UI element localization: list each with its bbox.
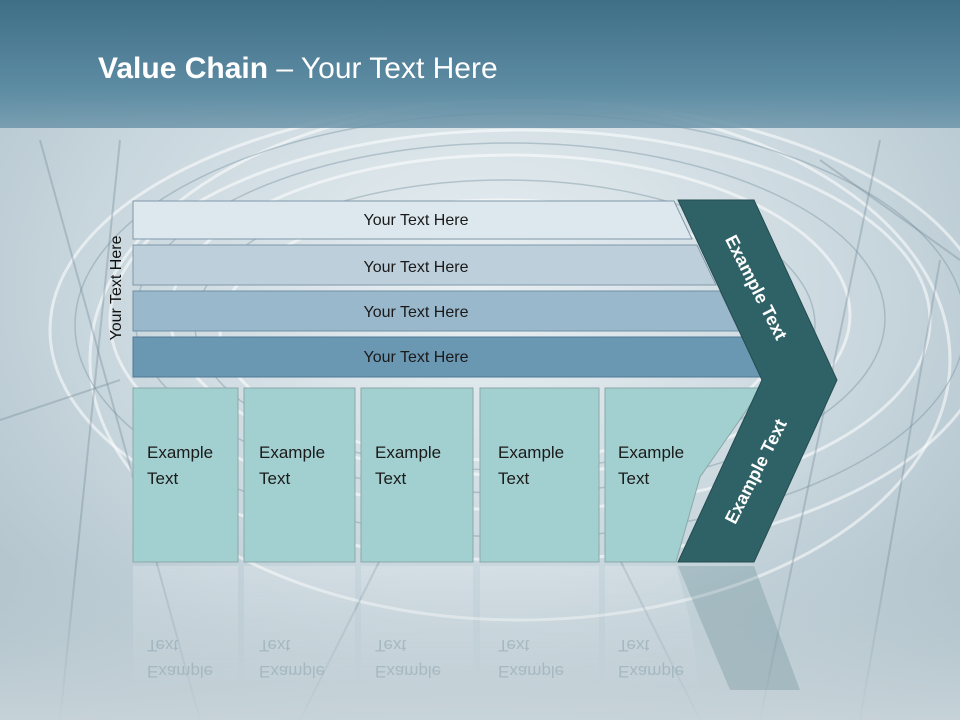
support-row-1: Your Text Here bbox=[132, 200, 693, 240]
support-row-label: Your Text Here bbox=[364, 349, 469, 366]
svg-text:Text: Text bbox=[375, 636, 406, 655]
primary-column-2: Example Text bbox=[243, 387, 356, 563]
support-row-label: Your Text Here bbox=[364, 212, 469, 229]
title-bold-part: Value Chain bbox=[98, 52, 269, 85]
primary-column-label-line2: Text bbox=[498, 469, 529, 488]
primary-column-label-line2: Text bbox=[259, 469, 290, 488]
primary-column-box bbox=[132, 387, 239, 563]
support-row-shape bbox=[132, 200, 693, 240]
svg-text:Example: Example bbox=[147, 662, 213, 681]
primary-column-box bbox=[243, 387, 356, 563]
primary-column-label-line1: Example bbox=[375, 443, 441, 462]
primary-column-label-line2: Text bbox=[375, 469, 406, 488]
svg-text:Example: Example bbox=[259, 662, 325, 681]
title-rest-part: – Your Text Here bbox=[268, 52, 498, 85]
primary-column-1: Example Text bbox=[132, 387, 239, 563]
primary-column-5: Example Text bbox=[604, 387, 763, 563]
support-rows: Your Text Here Your Text Here Your Text … bbox=[132, 200, 764, 378]
svg-text:Example: Example bbox=[498, 662, 564, 681]
support-row-3: Your Text Here bbox=[132, 290, 740, 332]
primary-column-box bbox=[360, 387, 474, 563]
primary-column-box bbox=[479, 387, 600, 563]
svg-text:Text: Text bbox=[618, 636, 649, 655]
margin-chevron-shape bbox=[677, 199, 838, 563]
primary-column-label-line2: Text bbox=[618, 469, 649, 488]
primary-columns: Example Text Example Text Example Text E… bbox=[132, 387, 763, 563]
svg-text:Text: Text bbox=[259, 636, 290, 655]
slide-title: Value Chain – Your Text Here bbox=[98, 52, 498, 86]
title-bar bbox=[0, 0, 960, 128]
support-row-label: Your Text Here bbox=[364, 304, 469, 321]
support-row-4: Your Text Here bbox=[132, 336, 764, 378]
primary-column-3: Example Text bbox=[360, 387, 474, 563]
support-row-label: Your Text Here bbox=[364, 259, 469, 276]
primary-column-box bbox=[604, 387, 763, 563]
support-row-shape bbox=[132, 244, 717, 286]
diagram-reflection: Text Example Text Example Text Example T… bbox=[133, 566, 800, 690]
primary-column-label-line1: Example bbox=[618, 443, 684, 462]
svg-text:Example: Example bbox=[618, 662, 684, 681]
primary-column-4: Example Text bbox=[479, 387, 600, 563]
primary-column-label-line1: Example bbox=[498, 443, 564, 462]
svg-text:Example: Example bbox=[375, 662, 441, 681]
support-row-2: Your Text Here bbox=[132, 244, 717, 286]
svg-text:Text: Text bbox=[147, 636, 178, 655]
primary-column-label-line1: Example bbox=[147, 443, 213, 462]
svg-text:Text: Text bbox=[498, 636, 529, 655]
primary-column-label-line1: Example bbox=[259, 443, 325, 462]
side-label: Your Text Here bbox=[108, 235, 125, 340]
primary-column-label-line2: Text bbox=[147, 469, 178, 488]
